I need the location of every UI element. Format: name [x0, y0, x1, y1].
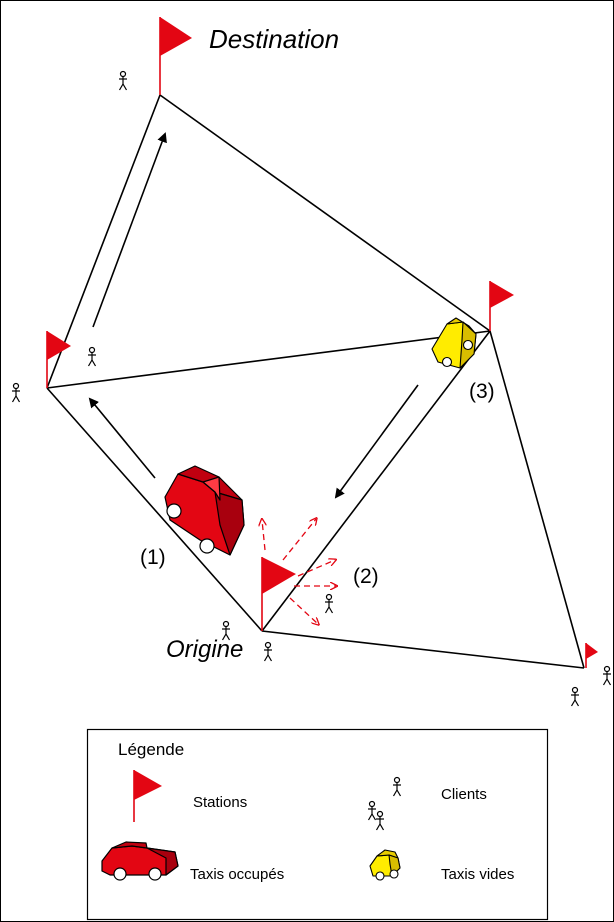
legend-busy-taxis-label: Taxis occupés	[190, 866, 284, 883]
station-flag-right	[490, 281, 514, 331]
station-flag-bottom-right	[586, 643, 598, 668]
clients	[12, 72, 611, 707]
legend-stations-label: Stations	[193, 794, 247, 811]
station-flag-destination	[160, 17, 192, 95]
client-icon	[571, 688, 579, 707]
origin-label: Origine	[166, 636, 243, 664]
network-edges	[47, 95, 584, 668]
legend-clients-label: Clients	[441, 786, 487, 803]
step-2-label: (2)	[353, 565, 379, 589]
legend-title: Légende	[118, 740, 184, 760]
destination-label: Destination	[209, 24, 339, 55]
route-arrows	[90, 134, 418, 497]
client-icon	[325, 595, 333, 614]
client-icon	[12, 384, 20, 403]
client-icon	[88, 348, 96, 367]
step-1-label: (1)	[140, 546, 166, 570]
legend-empty-taxis-label: Taxis vides	[441, 866, 514, 883]
client-icon	[264, 643, 272, 662]
step-3-label: (3)	[469, 380, 495, 404]
client-icon	[119, 72, 127, 91]
empty-taxi-icon	[432, 318, 476, 368]
client-icon	[603, 667, 611, 686]
busy-taxi-icon	[165, 466, 244, 555]
